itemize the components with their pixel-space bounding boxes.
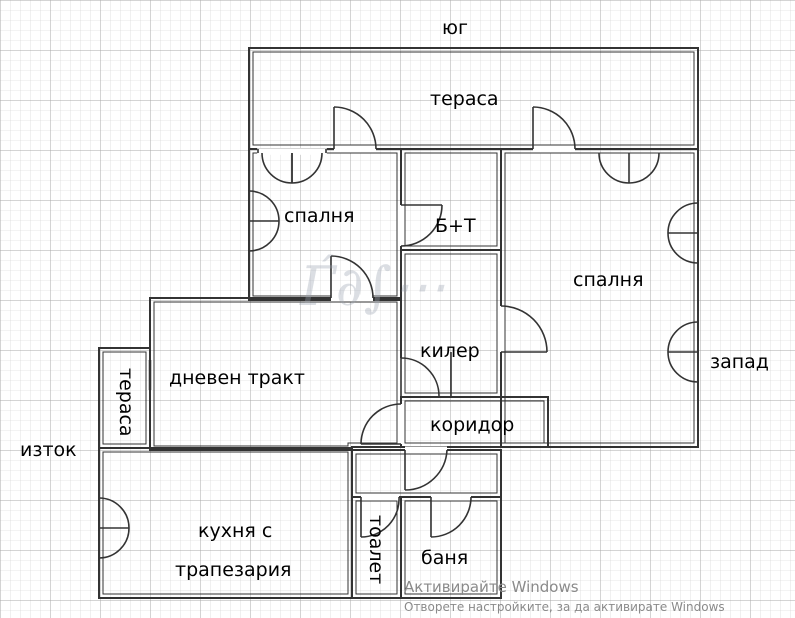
- room-bedroom-left-label: спалня: [284, 205, 355, 227]
- room-kitchen-label-line1: кухня с: [198, 520, 273, 542]
- room-pantry-label: килер: [420, 340, 480, 362]
- walls: [98, 47, 699, 599]
- room-terrace-left-label: тераса: [115, 368, 137, 437]
- windows-activation-title: Активирайте Windows: [404, 578, 579, 596]
- room-living-label: дневен тракт: [169, 367, 305, 389]
- room-bathroom-label: баня: [421, 547, 469, 569]
- direction-east: изток: [20, 439, 77, 461]
- room-bath-wc-label: Б+Т: [435, 215, 476, 237]
- direction-west: запад: [710, 351, 769, 373]
- door-swings: [330, 106, 576, 538]
- room-bedroom-right-label: спалня: [573, 269, 644, 291]
- room-corridor-label: коридор: [430, 414, 515, 436]
- windows: [98, 148, 699, 559]
- windows-activation-subtitle: Отворете настройките, за да активирате W…: [404, 600, 725, 614]
- room-terrace-top-label: тераса: [430, 88, 499, 110]
- agency-logo-watermark: Ѓ∂∫⋯: [300, 255, 446, 318]
- room-kitchen-label-line2: трапезария: [175, 559, 292, 581]
- direction-south: юг: [442, 17, 468, 39]
- room-toilet-label: тоалет: [365, 515, 387, 585]
